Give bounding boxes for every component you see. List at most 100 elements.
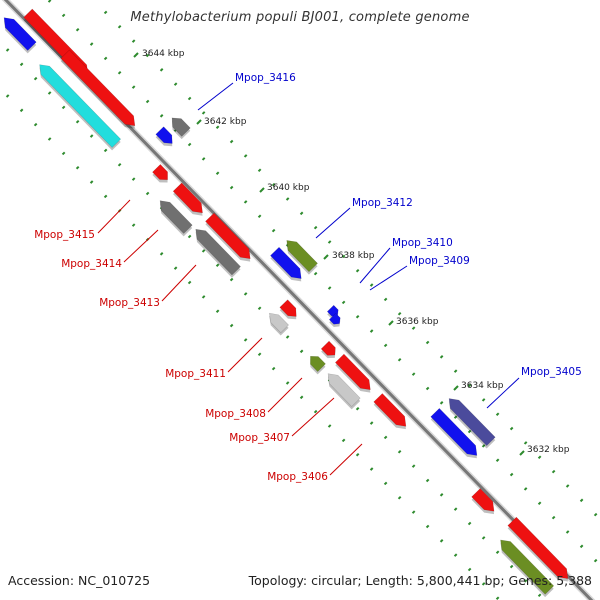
gene-red-c	[334, 353, 371, 393]
tick-label-3640: 3640 kbp	[267, 183, 310, 193]
gene-label-mpop-3413[interactable]: Mpop_3413	[99, 297, 160, 309]
tick-dot	[187, 142, 192, 147]
tick-dot	[481, 398, 486, 402]
gene-label-mpop-3406[interactable]: Mpop_3406	[267, 471, 328, 483]
tick-dot	[411, 326, 416, 330]
tick-dot	[187, 234, 192, 239]
tick-dot	[383, 481, 388, 486]
tick-dot	[201, 295, 206, 299]
tick-dot	[383, 435, 388, 440]
tick-dot	[565, 530, 570, 534]
gene-olive-3412	[286, 240, 318, 275]
tick-dot	[453, 415, 458, 419]
tick-dot	[243, 338, 248, 342]
tick-dot	[47, 137, 52, 141]
tick-dot	[341, 254, 346, 259]
gene-red-top-b	[60, 49, 136, 129]
gene-olive-3408	[310, 356, 326, 375]
tick-label-3636: 3636 kbp	[396, 317, 439, 327]
gene-olive-e	[500, 539, 555, 598]
tick-dot	[131, 85, 136, 89]
tick-dot	[537, 593, 542, 598]
tick-dot	[173, 82, 178, 86]
gene-label-mpop-3414[interactable]: Mpop_3414	[61, 258, 122, 270]
tick-dot	[313, 271, 318, 276]
callout-line	[97, 199, 131, 234]
callout-line	[486, 377, 520, 409]
tick-dot	[369, 467, 374, 471]
major-tick	[453, 385, 459, 391]
tick-dot	[19, 62, 24, 67]
gene-label-mpop-3408[interactable]: Mpop_3408	[205, 408, 266, 420]
tick-dot	[75, 165, 80, 170]
tick-dot	[229, 185, 234, 190]
tick-dot	[89, 42, 94, 46]
tick-dot	[117, 25, 122, 29]
gene-label-mpop-3415[interactable]: Mpop_3415	[34, 229, 95, 241]
tick-dot	[523, 441, 528, 445]
tick-dot	[215, 125, 220, 129]
tick-dot	[159, 114, 164, 118]
gene-callouts	[97, 82, 520, 476]
gene-label-mpop-3407[interactable]: Mpop_3407	[229, 432, 290, 444]
tick-dot	[215, 263, 220, 267]
tick-dot	[271, 366, 276, 371]
tick-dot	[299, 395, 304, 400]
gene-red-a	[172, 182, 203, 216]
gene-label-mpop-3416[interactable]: Mpop_3416	[235, 72, 296, 84]
tick-dot	[243, 154, 248, 158]
tick-dot	[257, 306, 262, 311]
gene-red-3406	[373, 393, 407, 430]
tick-dot	[369, 421, 374, 425]
tick-dot	[355, 406, 360, 411]
tick-dot	[593, 512, 598, 517]
major-tick	[196, 119, 202, 125]
tick-dot	[75, 27, 80, 32]
tick-dot	[271, 228, 276, 233]
gene-label-mpop-3412[interactable]: Mpop_3412	[352, 197, 413, 209]
tick-dot	[565, 484, 570, 488]
tick-dot	[103, 194, 108, 199]
tick-dot	[103, 10, 108, 15]
tick-dot	[327, 424, 332, 428]
major-tick	[388, 320, 394, 326]
gene-blue-3409	[328, 312, 341, 328]
tick-dot	[19, 108, 24, 113]
tick-dot	[425, 386, 430, 391]
tick-dot	[397, 358, 402, 362]
tick-dot	[313, 225, 318, 230]
tick-dot	[355, 314, 360, 319]
gene-label-mpop-3409[interactable]: Mpop_3409	[409, 255, 470, 267]
tick-dot	[117, 163, 122, 167]
tick-dot	[579, 544, 584, 549]
gene-gray-3416	[171, 117, 191, 140]
gene-label-mpop-3410[interactable]: Mpop_3410	[392, 237, 453, 249]
gene-red-e	[507, 516, 569, 582]
tick-label-3634: 3634 kbp	[461, 381, 504, 391]
tick-dot	[439, 401, 444, 405]
callout-line	[315, 207, 351, 239]
tick-dot	[453, 553, 458, 557]
gene-label-mpop-3405[interactable]: Mpop_3405	[521, 366, 582, 378]
tick-dot	[397, 449, 402, 454]
gene-red-3411a	[279, 299, 297, 320]
tick-dot	[103, 148, 108, 153]
tick-dot	[495, 596, 500, 600]
tick-dot	[75, 119, 80, 124]
tick-label-3642: 3642 kbp	[204, 117, 247, 127]
tick-dot	[495, 550, 500, 554]
tick-dot	[411, 464, 416, 468]
gene-label-mpop-3411[interactable]: Mpop_3411	[165, 368, 226, 380]
gene-red-3415	[152, 164, 168, 183]
tick-dot	[397, 311, 402, 316]
gene-labels: Mpop_3416 Mpop_3412 Mpop_3410 Mpop_3409 …	[34, 72, 582, 483]
tick-dot	[131, 223, 136, 227]
tick-dot	[173, 266, 178, 270]
tick-dot	[299, 349, 304, 354]
tick-dot	[271, 182, 276, 187]
tick-label-3638: 3638 kbp	[332, 251, 375, 261]
tick-dot	[89, 134, 94, 138]
tick-dot	[411, 510, 416, 514]
tick-dot	[103, 56, 108, 61]
